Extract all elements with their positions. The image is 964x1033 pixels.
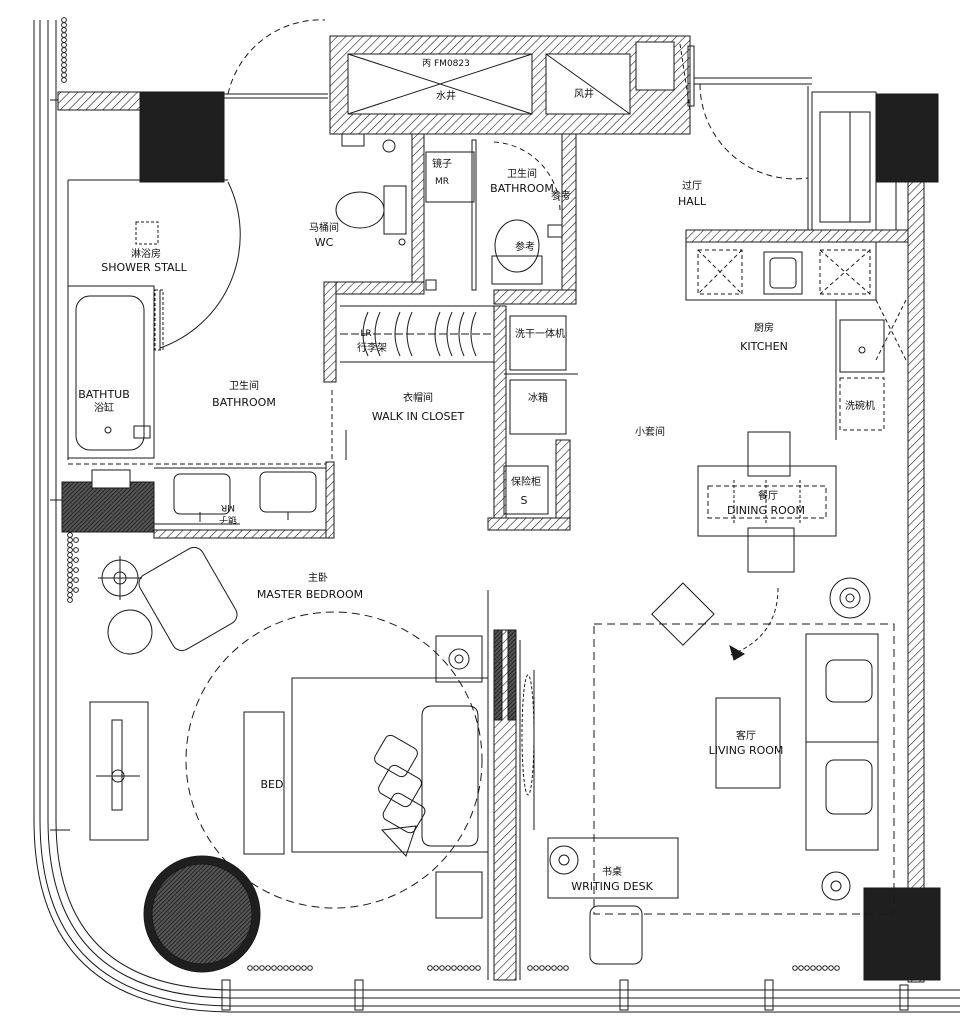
small-bathroom [425, 133, 577, 305]
label-bathroom-en: BATHROOM [212, 396, 276, 409]
label-closet-en: WALK IN CLOSET [371, 410, 465, 423]
dining-table [697, 431, 837, 573]
door-swing-top [227, 19, 326, 95]
label-suite-cn: 小套间 [635, 427, 665, 438]
label-luggage-rack: 行李架 [357, 343, 387, 354]
column-bottom-right [863, 887, 941, 981]
label-bathroom-small-cn: 卫生间 [507, 169, 537, 180]
label-safe-code: S [520, 494, 528, 507]
label-wind-shaft: 风井 [574, 89, 594, 100]
label-shower-en: SHOWER STALL [101, 261, 187, 274]
label-bathroom-cn: 卫生间 [229, 381, 259, 392]
label-ref-toilet: 参考 [515, 242, 535, 253]
walk-in-closet [331, 305, 571, 531]
vanity-counter [61, 461, 335, 539]
label-wc-en: WC [314, 236, 334, 249]
label-desk-cn: 书桌 [602, 867, 622, 878]
label-hall-cn: 过厅 [682, 181, 702, 192]
label-master-en: MASTER BEDROOM [256, 588, 364, 601]
label-wc-cn: 马桶间 [309, 223, 339, 234]
label-kitchen-en: KITCHEN [740, 340, 788, 353]
shaft-block [329, 35, 691, 135]
label-kitchen-cn: 厨房 [754, 323, 774, 334]
label-dishwasher: 洗碗机 [845, 401, 875, 412]
wc-room [323, 133, 425, 383]
facade-blinds-bottom [247, 965, 840, 971]
appliances [503, 315, 578, 515]
facade-blinds-left [61, 17, 79, 603]
wall-right [907, 181, 925, 983]
label-water-shaft: 水井 [436, 91, 456, 102]
label-fridge: 冰箱 [528, 393, 548, 404]
label-mirror-vanity-cn: 镜子 [218, 514, 238, 524]
exterior-curved-wall [33, 20, 960, 1013]
label-master-cn: 主卧 [308, 573, 328, 584]
label-shower-cn: 淋浴房 [131, 249, 161, 260]
wall-top-left [57, 91, 141, 111]
label-living-en: LIVING ROOM [708, 744, 784, 757]
label-bathroom-small-en: BATHROOM [490, 182, 554, 195]
column-top-left [139, 91, 225, 183]
label-bathtub-en: BATHTUB [78, 388, 130, 401]
label-shaft-code: 丙 FM0823 [422, 59, 470, 69]
label-mirror-top-code: MR [434, 177, 450, 187]
bathtub [67, 285, 155, 459]
label-dining-cn: 餐厅 [758, 491, 778, 502]
label-closet-cn: 衣帽间 [403, 393, 433, 404]
label-bed: BED [260, 778, 284, 791]
label-hall-en: HALL [677, 195, 707, 208]
living-room [547, 577, 895, 965]
label-mirror-top: 镜子 [432, 159, 452, 170]
bedroom-furniture [89, 546, 489, 973]
window-mullions [50, 99, 909, 1011]
label-bathtub-cn: 浴缸 [94, 403, 114, 414]
label-living-cn: 客厅 [736, 731, 756, 742]
label-ref-top: 参考 [551, 191, 571, 202]
label-dining-en: DINING ROOM [727, 504, 805, 517]
kitchen [685, 229, 911, 440]
label-luggage-code: LR [360, 329, 372, 339]
hall-area [687, 45, 939, 233]
partition-wall [487, 590, 535, 981]
label-safe-cn: 保险柜 [511, 477, 541, 488]
label-washer-dryer: 洗干一体机 [515, 329, 565, 340]
label-desk-en: WRITING DESK [571, 880, 653, 893]
